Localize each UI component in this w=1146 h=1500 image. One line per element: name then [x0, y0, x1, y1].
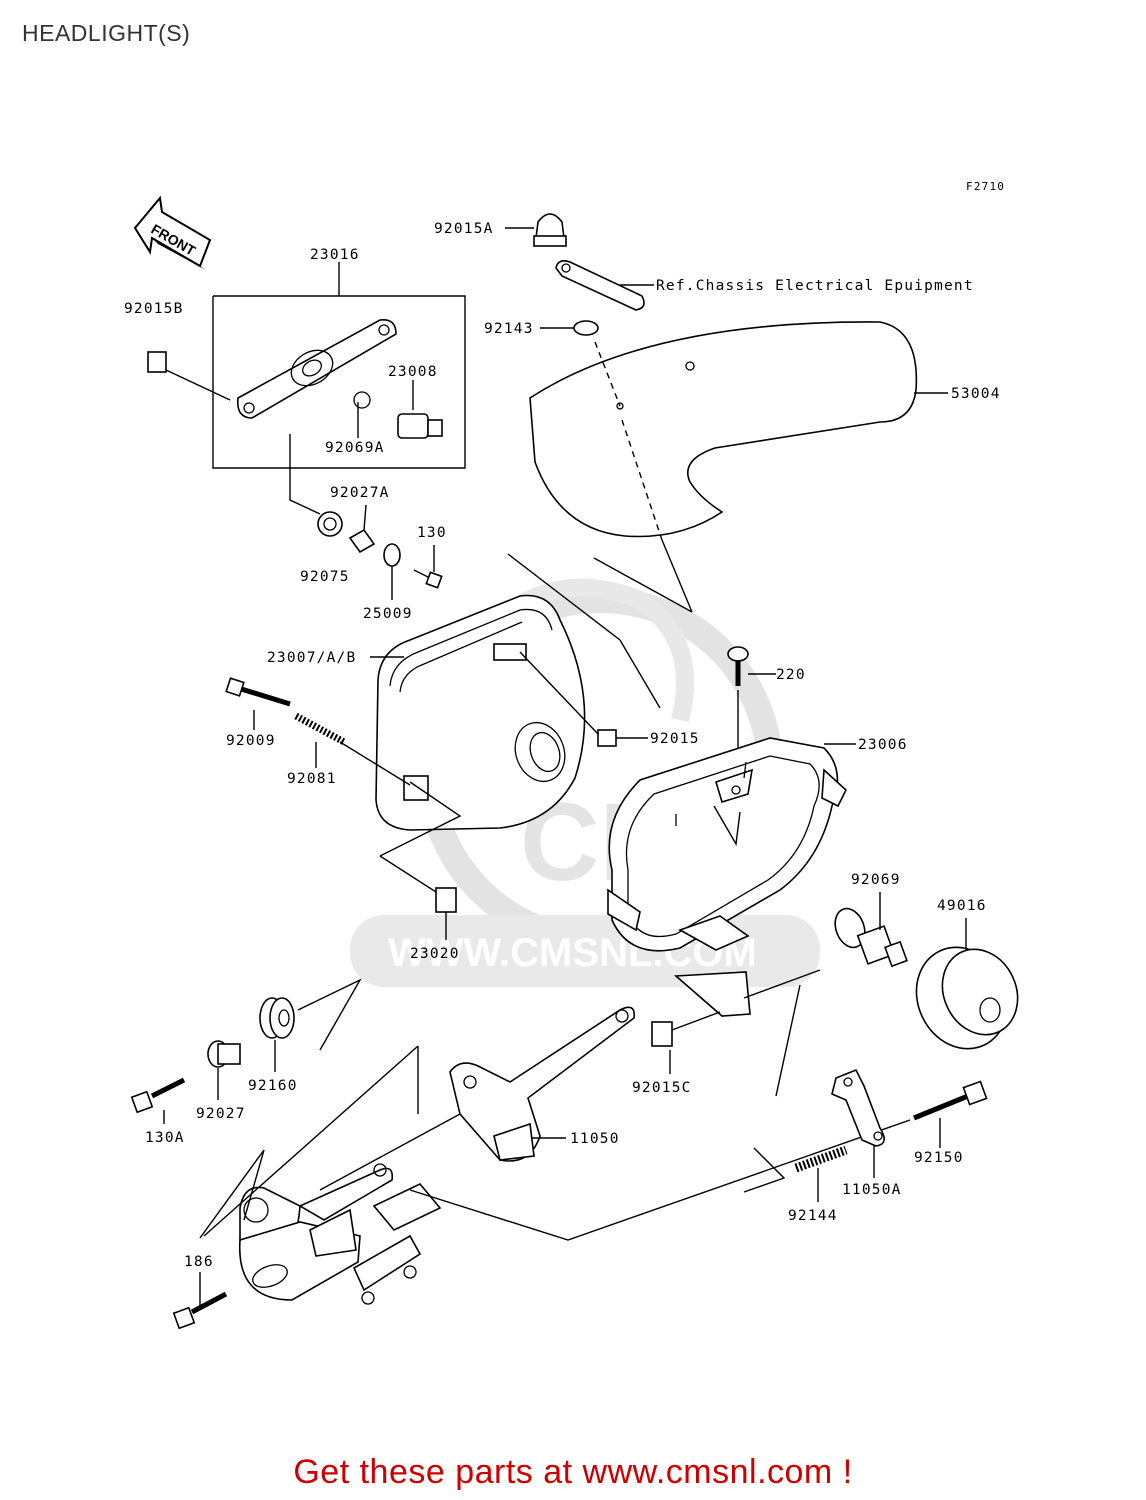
- collar-part-92027a: [348, 528, 376, 554]
- callout-23008: 23008: [388, 364, 438, 380]
- callout-92143: 92143: [484, 321, 534, 337]
- callout-220: 220: [776, 667, 806, 683]
- clip-part-92015c: [651, 1021, 673, 1047]
- callout-92160: 92160: [248, 1078, 298, 1094]
- callout-92027: 92027: [196, 1106, 246, 1122]
- callout-130a: 130A: [145, 1130, 185, 1146]
- callout-92150: 92150: [914, 1150, 964, 1166]
- spring-part-92081: [294, 712, 346, 746]
- headlight-cover-part: [236, 318, 397, 419]
- callout-49016: 49016: [937, 898, 987, 914]
- front-arrow-icon: FRONT: [133, 195, 212, 270]
- pad-part-53004: [529, 321, 918, 538]
- callout-92015b: 92015B: [124, 301, 184, 317]
- callout-ref-chassis-note: Ref.Chassis Electrical Epuipment: [656, 278, 974, 294]
- callout-92009: 92009: [226, 733, 276, 749]
- callout-92075: 92075: [300, 569, 350, 585]
- bolt-part-92150: [913, 1080, 988, 1121]
- mount-bracket-part: [238, 1163, 442, 1305]
- callout-53004: 53004: [951, 386, 1001, 402]
- callout-23020: 23020: [410, 946, 460, 962]
- callout-92069a: 92069A: [325, 440, 385, 456]
- bolt-part-130a: [130, 1077, 186, 1114]
- promo-link[interactable]: Get these parts at www.cmsnl.com !: [293, 1453, 853, 1491]
- washer-part-92143: [573, 320, 599, 336]
- callout-92069: 92069: [851, 872, 901, 888]
- page-title: HEADLIGHT(S): [22, 20, 191, 46]
- callout-92015: 92015: [650, 731, 700, 747]
- adjust-screw-part-92009: [225, 677, 291, 707]
- figure-code: F2710: [966, 180, 1005, 193]
- callout-11050a: 11050A: [842, 1182, 902, 1198]
- washer-part-25009: [383, 543, 401, 567]
- ground-strap-part: [555, 260, 645, 311]
- callout-186: 186: [184, 1254, 214, 1270]
- callout-92027a: 92027A: [330, 485, 390, 501]
- callout-92081: 92081: [287, 771, 337, 787]
- collar-part-92027: [207, 1040, 241, 1068]
- bolt-part-130: [413, 569, 443, 589]
- bracket-part-11050a: [831, 1068, 885, 1147]
- callout-92015a: 92015A: [434, 221, 494, 237]
- clip-part-92015b: [147, 351, 167, 373]
- cap-nut-part: [533, 213, 567, 247]
- bracket-part-11050: [449, 1006, 636, 1162]
- parts-diagram: CMS WWW.CMSNL.COM F2710 FRONT: [124, 180, 1019, 1330]
- screw-part-220: [727, 646, 749, 686]
- callout-92144: 92144: [788, 1208, 838, 1224]
- spring-part-92144: [794, 1145, 848, 1173]
- bulb-part-92069: [834, 907, 908, 968]
- headlight-unit-part: [375, 594, 586, 831]
- callout-23006: 23006: [858, 737, 908, 753]
- callout-130: 130: [417, 525, 447, 541]
- callout-23007ab: 23007/A/B: [267, 650, 356, 666]
- callout-92015c: 92015C: [632, 1080, 692, 1096]
- callout-25009: 25009: [363, 606, 413, 622]
- grommet-part-92160: [259, 997, 295, 1039]
- bolt-part-186: [172, 1291, 228, 1330]
- headlight-housing-part: [607, 737, 847, 1017]
- headlight-cover-assembly-box: [212, 262, 466, 469]
- clip-part-92015: [597, 729, 617, 747]
- callout-11050: 11050: [570, 1131, 620, 1147]
- rubber-cap-part-49016: [915, 946, 1019, 1050]
- nut-part-23020: [435, 887, 457, 913]
- bulb-socket-part: [353, 391, 443, 439]
- callout-23016: 23016: [310, 247, 360, 263]
- grommet-part-92075: [317, 511, 343, 537]
